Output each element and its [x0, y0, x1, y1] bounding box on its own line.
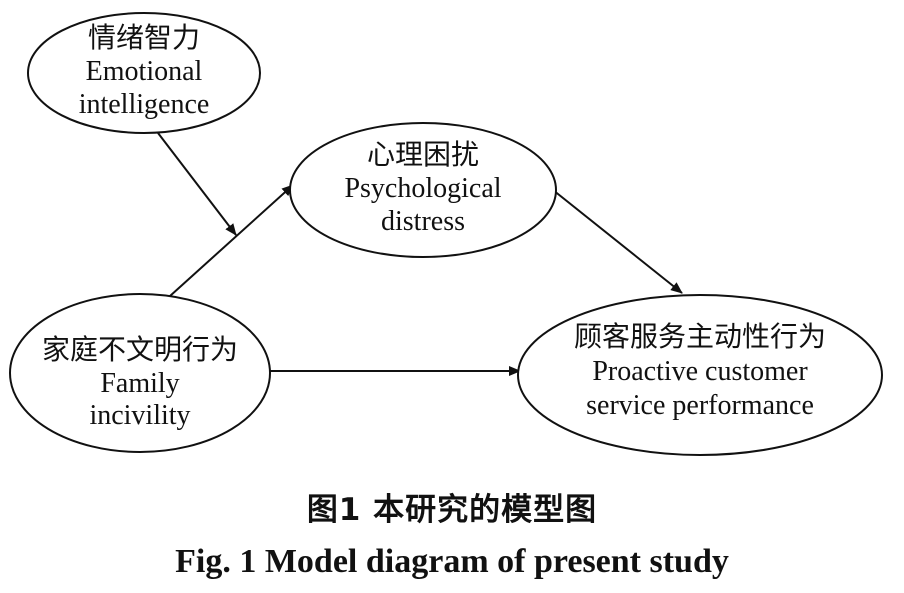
node-proactive-service-en1: Proactive customer: [592, 356, 808, 387]
node-emotional-intelligence-ellipse: [27, 12, 261, 134]
arrow-emotional-intelligence-to-path: [157, 132, 237, 236]
model-diagram: 情绪智力 Emotional intelligence 心理困扰 Psychol…: [9, 12, 883, 456]
node-proactive-service-cn: 顾客服务主动性行为: [574, 321, 826, 353]
figure-caption-en: Fig. 1 Model diagram of present study: [175, 543, 729, 580]
figure-caption-cn: 图1 本研究的模型图: [306, 492, 598, 528]
node-family-incivility-cn: 家庭不文明行为: [42, 334, 238, 366]
node-family-incivility-ellipse: [9, 293, 271, 453]
node-emotional-intelligence-en1: Emotional: [86, 56, 203, 87]
arrow-psychological-distress-to-proactive-service: [552, 189, 683, 294]
node-psychological-distress-en1: Psychological: [344, 173, 501, 204]
node-psychological-distress: 心理困扰 Psychological distress: [289, 122, 557, 258]
node-emotional-intelligence: 情绪智力 Emotional intelligence: [27, 12, 261, 134]
node-proactive-service-en2: service performance: [586, 390, 814, 421]
node-psychological-distress-cn: 心理困扰: [367, 139, 479, 171]
node-family-incivility-en1: Family: [100, 368, 179, 399]
node-family-incivility-en2: incivility: [89, 400, 190, 431]
node-psychological-distress-ellipse: [289, 122, 557, 258]
node-family-incivility: 家庭不文明行为 Family incivility: [9, 293, 271, 453]
node-emotional-intelligence-cn: 情绪智力: [88, 22, 200, 54]
node-proactive-service-ellipse: [517, 294, 883, 456]
node-emotional-intelligence-en2: intelligence: [79, 89, 210, 120]
node-psychological-distress-en2: distress: [381, 206, 465, 237]
node-proactive-service: 顾客服务主动性行为 Proactive customer service per…: [517, 294, 883, 456]
arrow-family-incivility-to-psychological-distress: [169, 184, 294, 297]
